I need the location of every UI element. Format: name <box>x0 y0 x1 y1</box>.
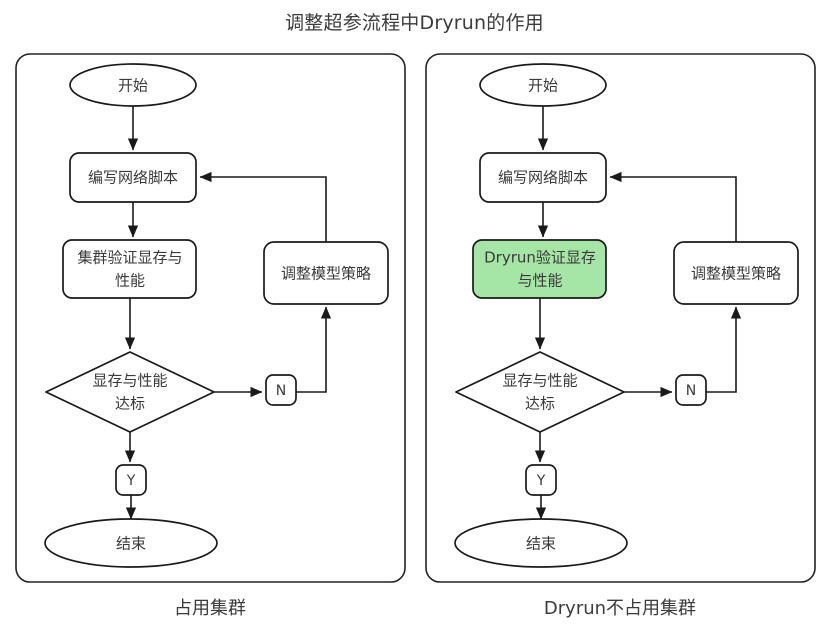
branch-label-yes-right-text: Y <box>536 473 546 489</box>
panel-left-frame <box>15 53 406 583</box>
node-decision-left <box>45 351 215 433</box>
edge-no-to-adjust-right <box>706 306 742 393</box>
node-write-script-left-label: 编写网络脚本 <box>88 169 178 187</box>
node-end-left <box>44 518 218 568</box>
branch-label-yes-left-text: Y <box>126 473 136 489</box>
node-decision-right <box>455 351 625 433</box>
node-end-left-label: 结束 <box>116 535 146 553</box>
node-write-script-right-label: 编写网络脚本 <box>498 169 588 187</box>
node-validate-right-line1: Dryrun验证显存 <box>484 249 596 267</box>
panel-right-frame <box>425 53 816 583</box>
node-start-right-label: 开始 <box>528 77 558 95</box>
node-validate-left-line1: 集群验证显存与 <box>77 249 182 267</box>
node-decision-left-line1: 显存与性能 <box>92 372 167 390</box>
node-end-right-label: 结束 <box>526 535 556 553</box>
edge-no-to-adjust-left <box>296 306 332 393</box>
panel-right-caption: Dryrun不占用集群 <box>543 598 697 619</box>
panel-left-caption: 占用集群 <box>174 598 246 619</box>
node-decision-right-line2: 达标 <box>525 395 555 413</box>
edge-adjust-to-script-left <box>199 171 327 242</box>
branch-label-no-right-text: N <box>686 383 696 399</box>
node-adjust-right-label: 调整模型策略 <box>691 265 781 283</box>
node-validate-left-line2: 性能 <box>115 272 145 290</box>
node-decision-right-line1: 显存与性能 <box>502 372 577 390</box>
node-validate-right-line2: 与性能 <box>517 272 562 290</box>
node-end-right <box>454 518 628 568</box>
node-adjust-left-label: 调整模型策略 <box>281 265 371 283</box>
branch-label-no-right <box>675 374 707 406</box>
branch-label-no-left <box>265 374 297 406</box>
page-title: 调整超参流程中Dryrun的作用 <box>285 12 544 34</box>
node-start-left-label: 开始 <box>118 77 148 95</box>
edge-adjust-to-script-right <box>609 171 737 242</box>
branch-label-no-left-text: N <box>276 383 286 399</box>
node-decision-left-line2: 达标 <box>115 395 145 413</box>
